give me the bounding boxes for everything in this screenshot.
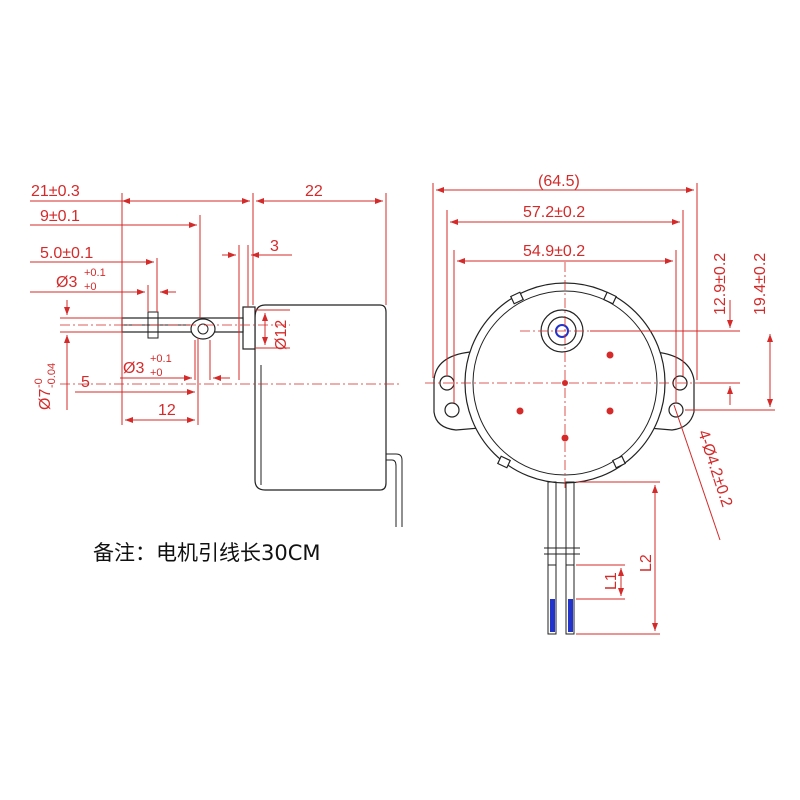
dim-phi7-lower: -0.04	[46, 363, 58, 388]
rim-tab	[496, 455, 512, 469]
wire-end-left	[550, 599, 555, 632]
dim-phi12: Ø12	[273, 320, 290, 350]
dim-phi3-top-upper: +0.1	[84, 267, 106, 279]
rivet	[516, 407, 524, 415]
side-cross-pin	[190, 318, 216, 340]
dim-phi3-bottom: Ø3	[123, 360, 144, 377]
dim-phi7: Ø7	[37, 389, 54, 410]
front-view	[425, 262, 740, 635]
side-dimension-labels: 21±0.3 22 9±0.1 3 5.0±0.1 Ø3 +0.1 +0 Ø7 …	[31, 183, 323, 419]
dim-9: 9±0.1	[40, 208, 80, 225]
dim-21: 21±0.3	[31, 183, 80, 200]
side-dimensions	[30, 193, 387, 425]
dim-5: 5	[81, 374, 90, 391]
dim-57-2: 57.2±0.2	[523, 204, 585, 221]
front-dimensions	[432, 183, 775, 635]
dim-l2: L2	[638, 554, 655, 572]
dim-5-0: 5.0±0.1	[40, 245, 93, 262]
dim-19-4: 19.4±0.2	[752, 253, 769, 315]
side-lead-wire	[386, 453, 403, 527]
dim-12-9: 12.9±0.2	[712, 253, 729, 315]
lead-wire-left	[547, 481, 557, 635]
side-view	[60, 304, 403, 527]
dim-l1: L1	[603, 572, 620, 590]
rim-tab	[509, 291, 525, 305]
dim-22: 22	[305, 183, 323, 200]
rivet	[606, 351, 614, 359]
dim-phi3-top-lower: +0	[84, 281, 97, 293]
dim-54-9: 54.9±0.2	[523, 243, 585, 260]
rivet	[606, 407, 614, 415]
lead-wire-right	[565, 481, 575, 635]
side-cross-pin-hole	[197, 323, 209, 335]
dim-phi3-top: Ø3	[56, 274, 77, 291]
rim-tab	[611, 455, 627, 469]
dim-phi3-bottom-lower: +0	[150, 367, 163, 379]
mount-hole-bottom-left	[444, 402, 460, 418]
side-lead-wire-2	[386, 459, 397, 527]
side-boss	[242, 306, 256, 350]
dim-mount-holes: 4-Ø4.2±0.2	[694, 428, 735, 509]
dim-64-5: (64.5)	[538, 173, 580, 190]
dim-12: 12	[158, 402, 176, 419]
dim-phi3-bottom-upper: +0.1	[150, 353, 172, 365]
dim-3: 3	[270, 238, 279, 255]
wire-end-right	[568, 599, 573, 632]
lead-length-note: 备注：电机引线长30CM	[93, 541, 321, 565]
rim-tab	[602, 291, 618, 305]
dim-phi7-upper: -0	[33, 378, 45, 388]
